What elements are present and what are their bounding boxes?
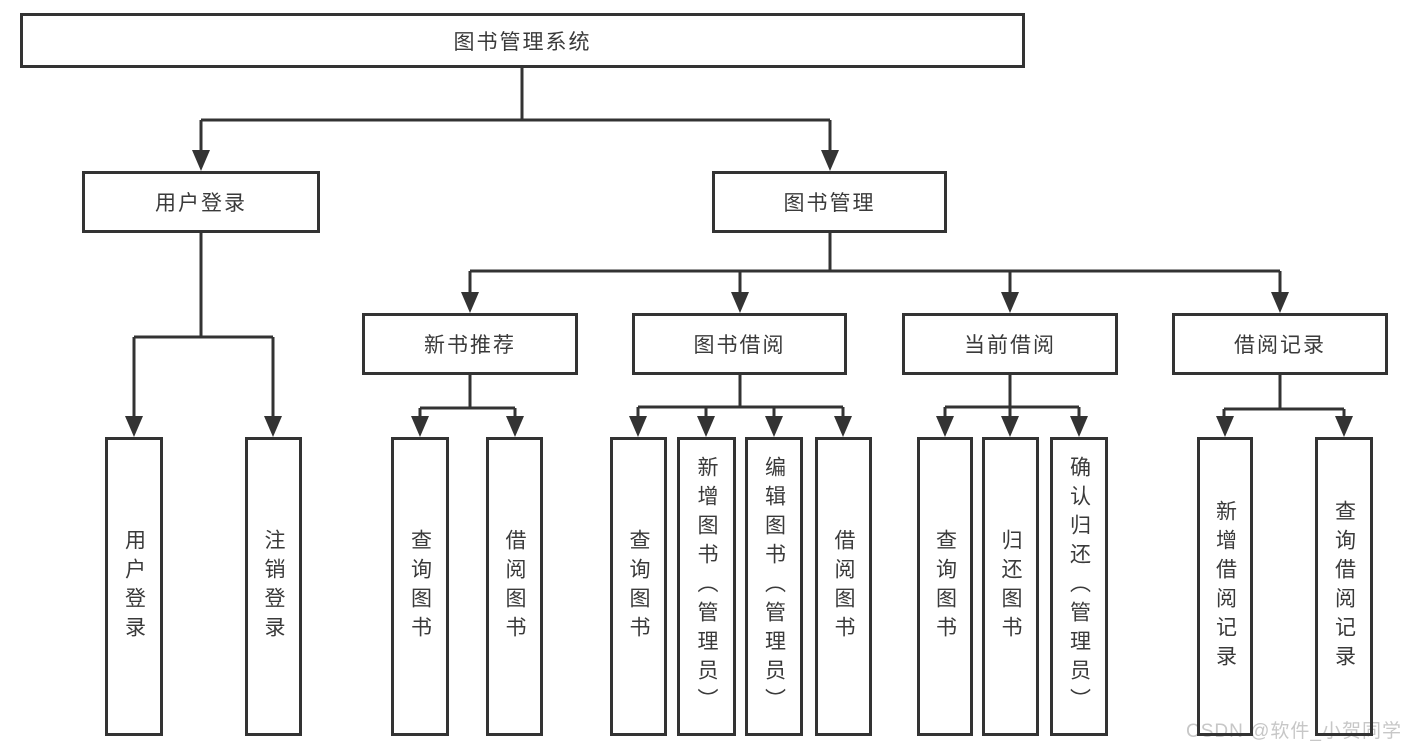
node-root-system: 图书管理系统 (20, 13, 1025, 68)
node-label: 查询图书 (627, 528, 650, 645)
node-label: 注销登录 (262, 528, 285, 645)
node-label: 用户登录 (122, 528, 146, 645)
csdn-watermark: CSDN @软件_小贺同学 (1186, 721, 1402, 742)
node-borrow-records: 借阅记录 (1172, 313, 1388, 375)
node-leaf-edit-books-admin: 编辑图书（管理员） (745, 437, 803, 736)
node-leaf-query-books-borrow: 查询图书 (610, 437, 667, 736)
node-leaf-add-books-admin: 新增图书（管理员） (677, 437, 736, 736)
arrow-down-icons (125, 150, 1353, 437)
node-leaf-query-borrow-record: 查询借阅记录 (1315, 437, 1373, 736)
node-book-management-module: 图书管理 (712, 171, 947, 233)
node-label: 新书推荐 (424, 334, 516, 357)
node-label: 新增图书（管理员） (695, 456, 718, 717)
node-label: 借阅图书 (832, 528, 855, 645)
node-label: 图书管理系统 (453, 30, 592, 54)
node-leaf-confirm-return-admin: 确认归还（管理员） (1050, 437, 1108, 736)
node-label: 查询图书 (408, 528, 432, 645)
node-label: 查询图书 (933, 528, 957, 645)
node-label: 确认归还（管理员） (1067, 456, 1091, 717)
node-label: 查询借阅记录 (1332, 499, 1356, 674)
node-user-login-module: 用户登录 (82, 171, 320, 233)
node-label: 新增借阅记录 (1213, 499, 1237, 674)
node-label: 图书借阅 (693, 334, 786, 357)
node-label: 编辑图书（管理员） (762, 456, 786, 717)
node-label: 归还图书 (999, 528, 1022, 645)
node-label: 借阅记录 (1234, 334, 1326, 357)
node-leaf-return-books: 归还图书 (982, 437, 1039, 736)
node-book-borrow: 图书借阅 (632, 313, 847, 375)
node-label: 图书管理 (783, 192, 876, 215)
node-label: 用户登录 (155, 192, 247, 215)
node-leaf-add-borrow-record: 新增借阅记录 (1197, 437, 1253, 736)
node-leaf-logout: 注销登录 (245, 437, 302, 736)
node-leaf-borrow-books: 借阅图书 (815, 437, 872, 736)
node-leaf-borrow-books-recommend: 借阅图书 (486, 437, 543, 736)
node-current-borrow: 当前借阅 (902, 313, 1118, 375)
node-leaf-user-login: 用户登录 (105, 437, 163, 736)
node-label: 当前借阅 (964, 334, 1056, 357)
node-new-book-recommend: 新书推荐 (362, 313, 578, 375)
node-label: 借阅图书 (503, 528, 526, 645)
connector-lines (132, 68, 1346, 418)
node-leaf-query-books-recommend: 查询图书 (391, 437, 449, 736)
node-leaf-query-books-current: 查询图书 (917, 437, 973, 736)
